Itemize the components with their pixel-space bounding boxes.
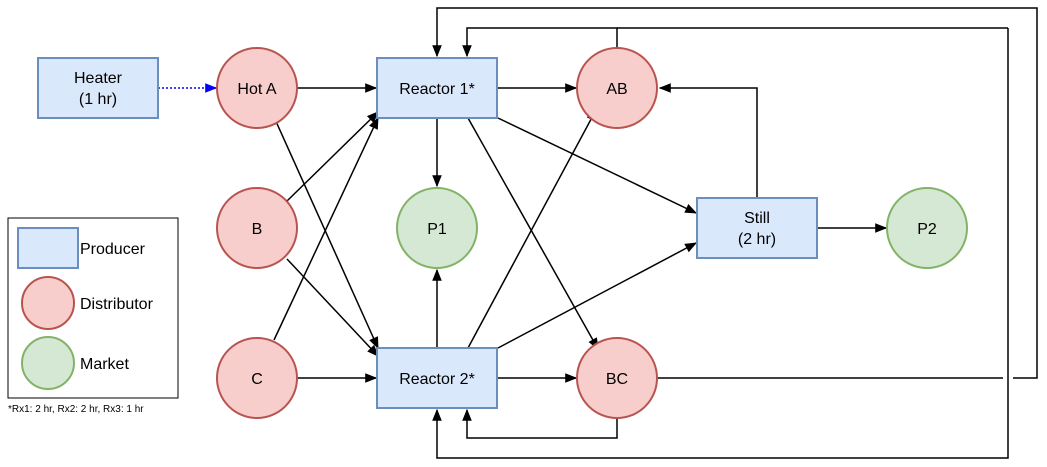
- still-duration: (2 hr): [738, 231, 776, 248]
- legend-producer-swatch: [17, 227, 79, 269]
- p1-node: P1: [396, 187, 478, 269]
- edge-bc-reactor1-outer: [432, 7, 1038, 379]
- legend-distributor-swatch: [21, 276, 75, 330]
- legend-distributor-label: Distributor: [80, 296, 154, 313]
- b-label: B: [252, 221, 263, 238]
- edge-reactor2-ab: [467, 108, 597, 349]
- p1-label: P1: [427, 221, 447, 238]
- legend-market-swatch: [21, 336, 75, 390]
- hot-a-node: Hot A: [216, 47, 298, 129]
- ab-label: AB: [606, 81, 627, 98]
- reactor2-node: Reactor 2*: [376, 347, 498, 409]
- edge-reactor1-still: [497, 117, 698, 214]
- footnote: *Rx1: 2 hr, Rx2: 2 hr, Rx3: 1 hr: [8, 404, 144, 415]
- edge-c-reactor1: [273, 116, 379, 341]
- heater-duration: (1 hr): [79, 91, 117, 108]
- edge-reactor2-still: [497, 242, 698, 349]
- b-node: B: [216, 187, 298, 269]
- ab-node: AB: [576, 47, 658, 129]
- edge-b-reactor2: [286, 258, 379, 357]
- edge-reactor1-bc: [467, 117, 599, 351]
- reactor1-label: Reactor 1*: [399, 81, 475, 98]
- legend-producer-label: Producer: [80, 241, 146, 258]
- edge-ab-reactor2: [432, 28, 1009, 459]
- bc-node: BC: [576, 337, 658, 419]
- edge-bc-reactor2: [462, 408, 618, 439]
- p2-node: P2: [886, 187, 968, 269]
- edge-ab-reactor1: [462, 27, 618, 58]
- still-node: Still (2 hr): [696, 197, 818, 259]
- heater-label: Heater: [74, 70, 123, 87]
- legend: Producer Distributor Market: [7, 217, 179, 399]
- reactor2-label: Reactor 2*: [399, 371, 475, 388]
- edges: [158, 7, 1038, 459]
- legend-market-label: Market: [80, 356, 129, 373]
- heater-node: Heater (1 hr): [37, 57, 159, 119]
- c-node: C: [216, 337, 298, 419]
- hot-a-label: Hot A: [237, 81, 276, 98]
- bc-label: BC: [606, 371, 628, 388]
- edge-b-reactor1: [286, 111, 379, 202]
- edge-still-ab: [658, 83, 758, 198]
- p2-label: P2: [917, 221, 937, 238]
- reactor1-node: Reactor 1*: [376, 57, 498, 119]
- c-label: C: [251, 371, 263, 388]
- still-label: Still: [744, 210, 770, 227]
- edge-hot-a-reactor2: [273, 116, 379, 350]
